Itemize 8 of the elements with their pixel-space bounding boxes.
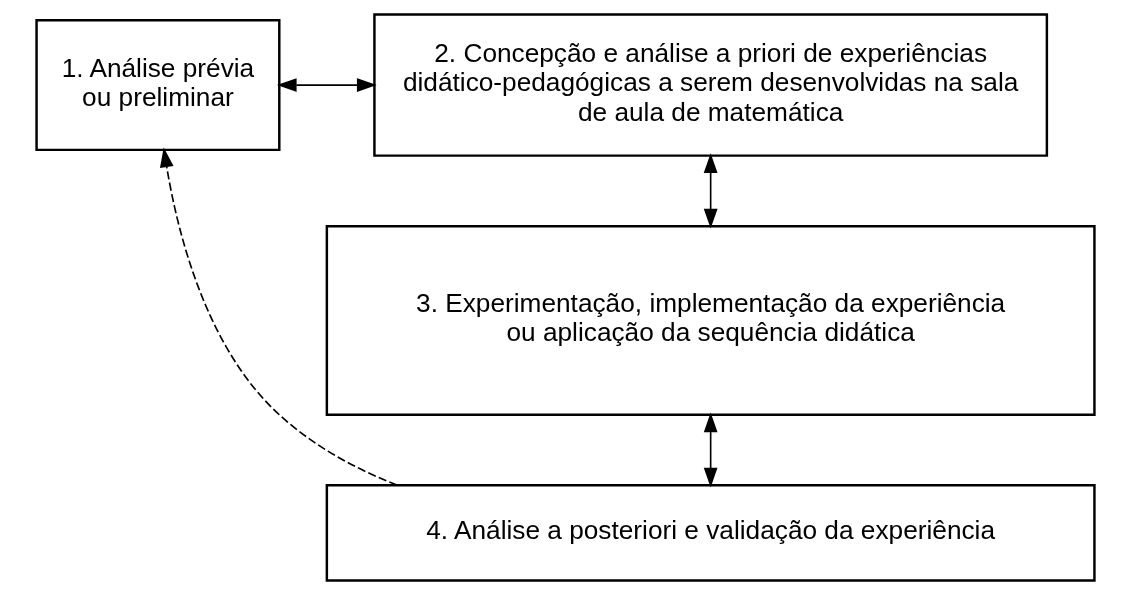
arrow [703, 412, 718, 488]
node-box: 1. Análise prévia ou preliminar [34, 19, 281, 152]
node-box: 3. Experimentação, implementação da experiência ou aplicação da sequência didática [325, 224, 1096, 416]
arrow [703, 153, 718, 229]
arrow [159, 147, 398, 486]
node-box: 2. Concepção e análise a priori de experiências didático-pedagógicas a serem desenvolvidas na sala de aula de matemática [372, 13, 1048, 157]
arrow [276, 78, 377, 92]
node-box: 4. Análise a posteriori e validação da experiência [325, 484, 1096, 582]
